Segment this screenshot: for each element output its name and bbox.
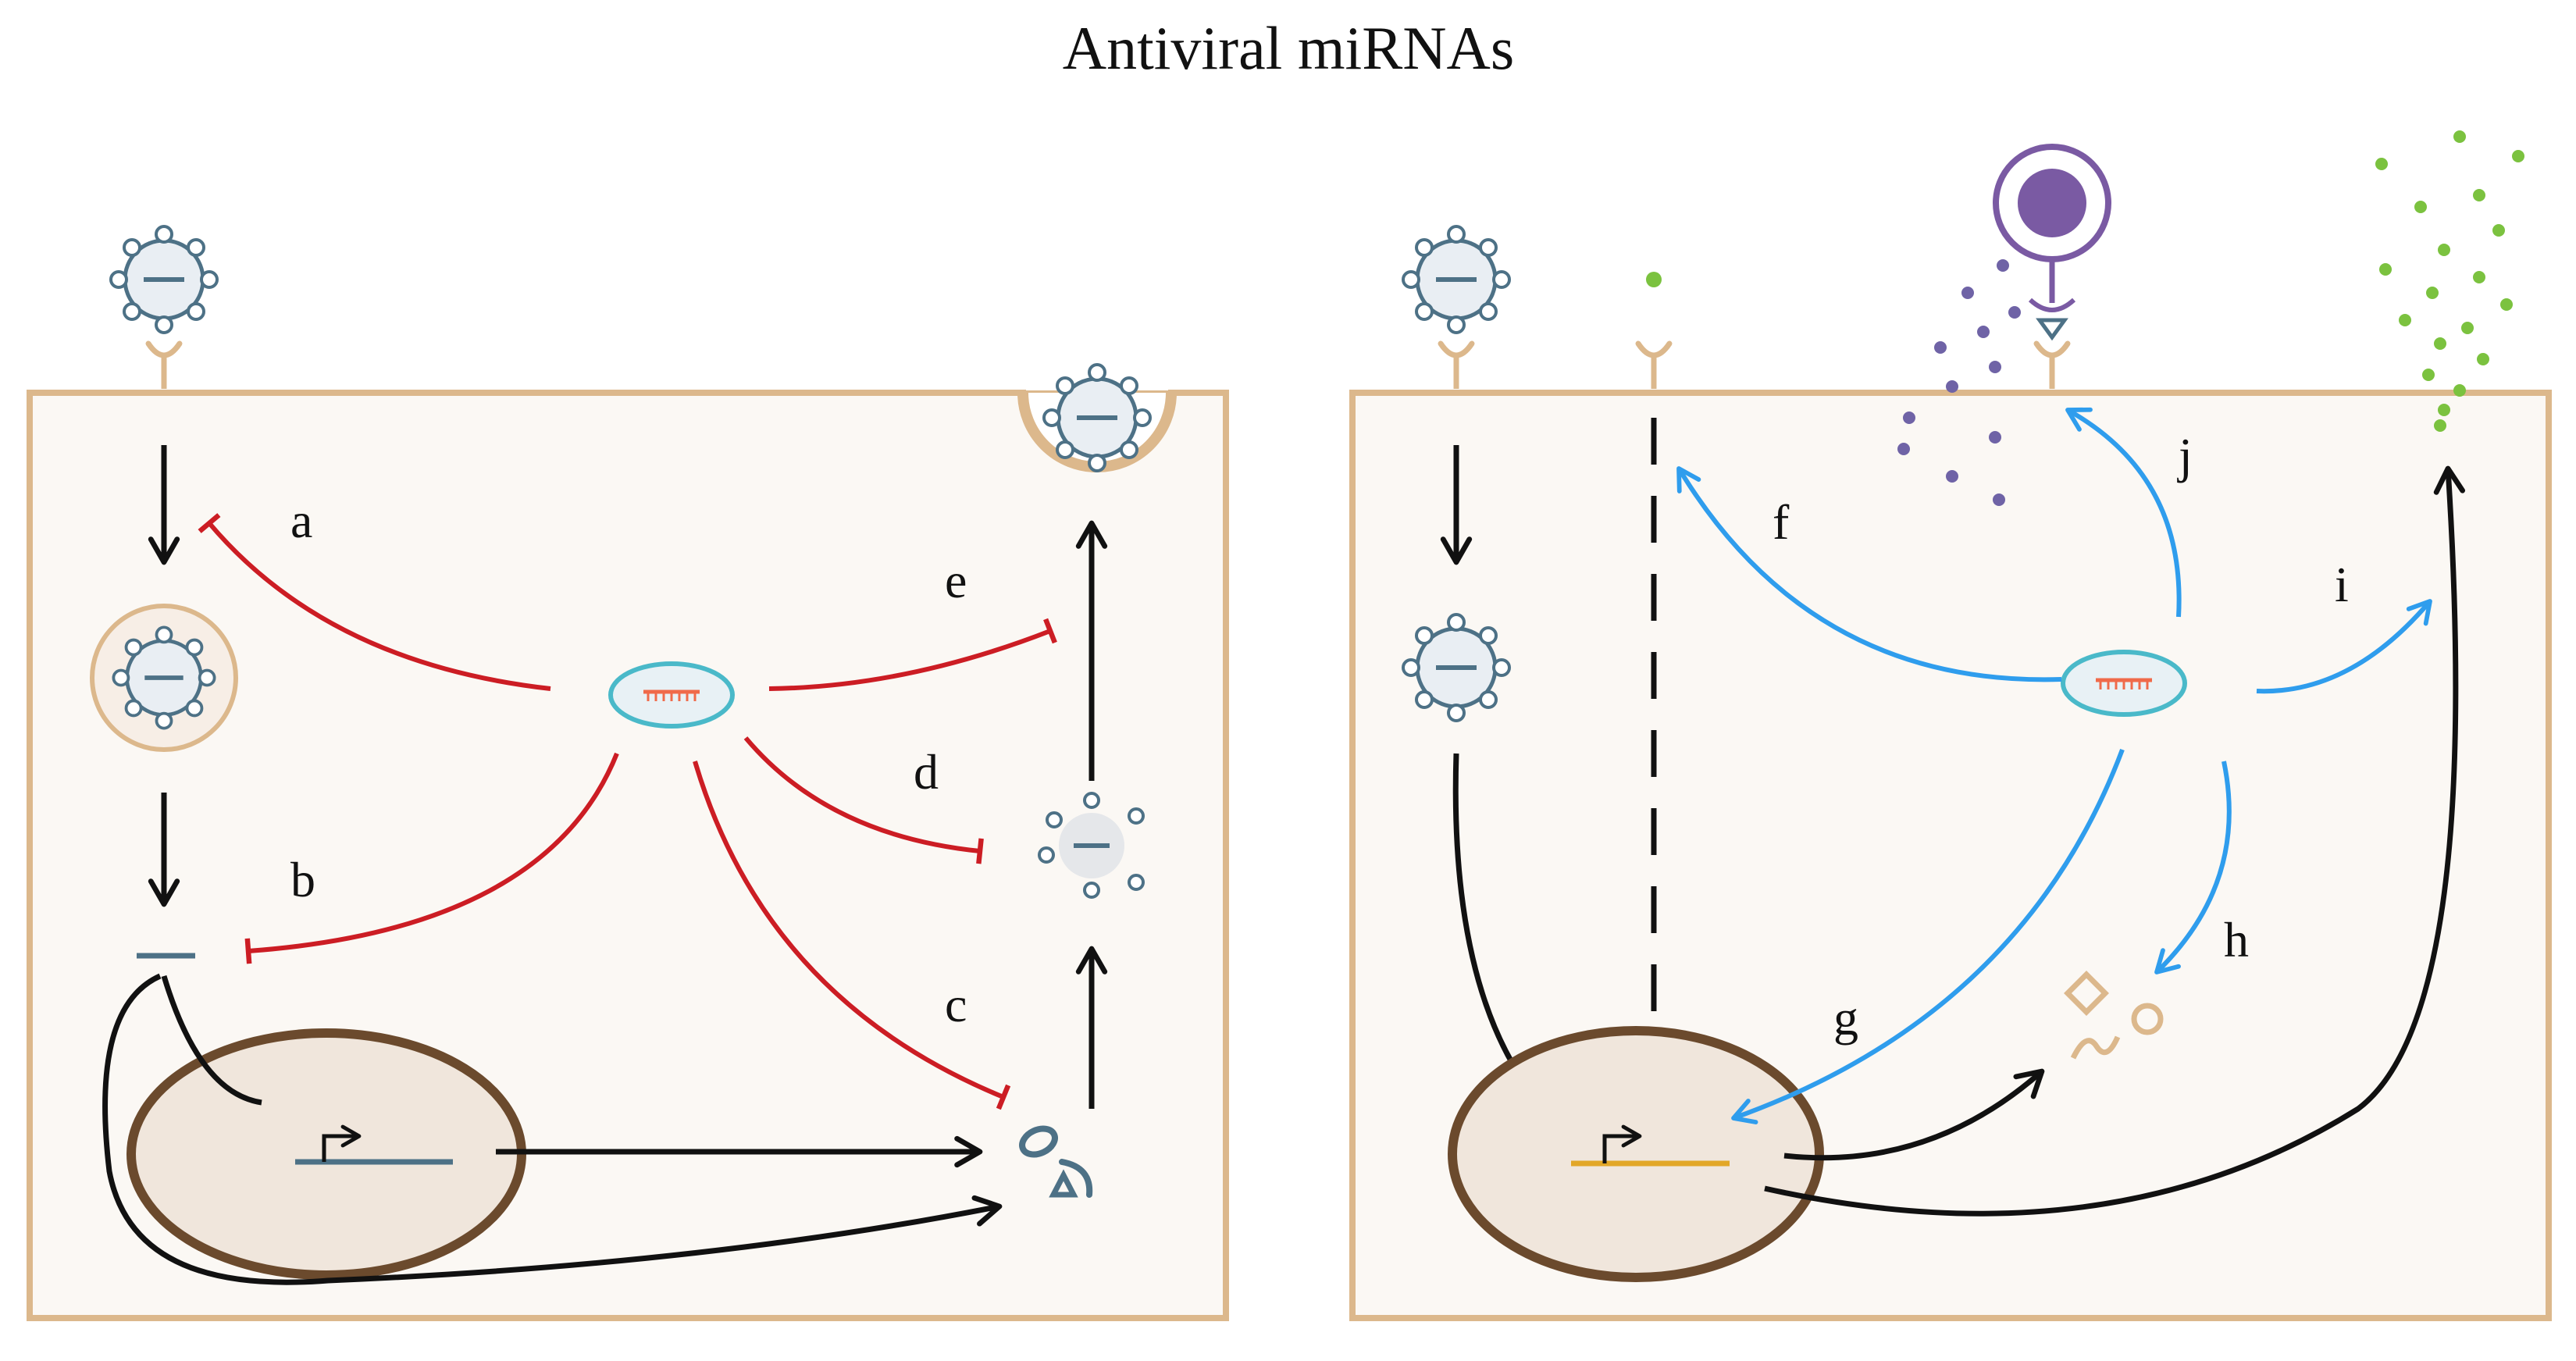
entering-virion-icon: [111, 226, 217, 333]
secretion-arrow: [1764, 465, 2466, 1217]
replication-arrow: [102, 973, 1003, 1285]
assembling-virion-icon: [1038, 792, 1145, 899]
right-nucleus: [1448, 1026, 1824, 1282]
secreted-dots: [2375, 130, 2524, 432]
receptor-icon: [148, 344, 180, 389]
label-a: a: [290, 493, 312, 548]
endosome-virion-icon: [113, 627, 214, 728]
label-f: f: [1773, 494, 1790, 550]
viral-components-icon: [1019, 1125, 1093, 1198]
left-mirna-icon: [611, 664, 732, 726]
inhibit-e: [768, 618, 1057, 691]
genome-import-arrow: [161, 974, 262, 1106]
right-mirna-icon: [2063, 652, 2185, 714]
immune-cell-icon: [1993, 144, 2111, 341]
immune-receptor-icon: [2036, 344, 2068, 389]
left-promoter-icon: [322, 1124, 362, 1162]
right-receptor-icon: [1441, 344, 1472, 389]
inhibit-b: [244, 752, 619, 964]
activate-f: [1676, 466, 2062, 682]
right-panel: f g h i j: [1349, 130, 2552, 1321]
activate-h: [2154, 761, 2232, 974]
activate-j: [2065, 407, 2182, 618]
label-e: e: [945, 553, 967, 608]
right-promoter-icon: [1602, 1124, 1642, 1163]
left-panel: a b c d e: [27, 226, 1229, 1321]
budding-virion-icon: [1044, 365, 1150, 471]
figure-title: Antiviral miRNAs: [1063, 14, 1515, 82]
label-d: d: [914, 744, 939, 800]
inhibit-c: [693, 761, 1011, 1110]
left-nucleus: [126, 1028, 526, 1280]
inhibit-d: [743, 736, 984, 864]
label-h: h: [2224, 912, 2249, 967]
right-entering-virion-icon: [1403, 226, 1509, 333]
label-j: j: [2177, 428, 2193, 483]
label-i: i: [2335, 557, 2349, 612]
factor-production-arrow: [1783, 1068, 2045, 1161]
cytokine-dots: [1897, 259, 2021, 506]
label-g: g: [1833, 990, 1858, 1046]
activate-g: [1731, 748, 2125, 1124]
ligand-dot: [1646, 272, 1662, 287]
inhibit-a: [198, 513, 551, 691]
right-internal-virion-icon: [1403, 615, 1509, 721]
label-c: c: [945, 977, 967, 1032]
activate-i: [2256, 599, 2432, 694]
label-b: b: [290, 852, 315, 907]
antiviral-factors-icon: [2064, 971, 2164, 1060]
ligand-receptor-icon: [1638, 344, 1669, 389]
